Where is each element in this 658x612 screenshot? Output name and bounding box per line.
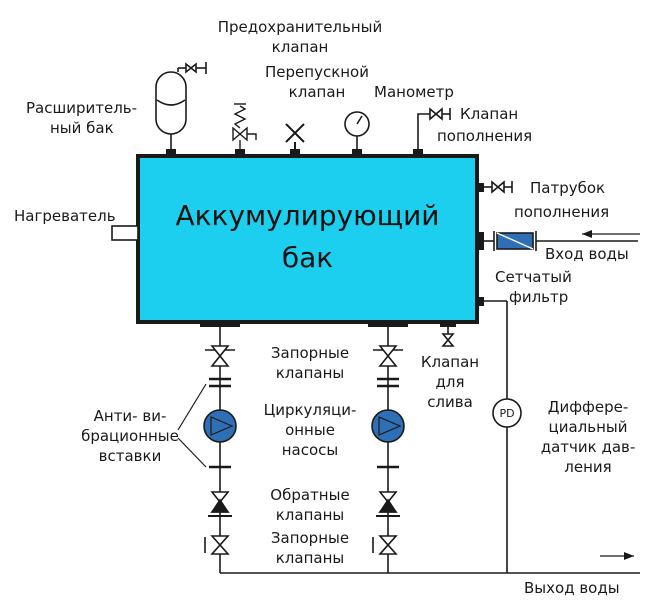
- fill-pipe-label: Патрубок: [530, 179, 606, 197]
- manometer-symbol: [344, 111, 370, 149]
- bypass-valve-label: Перепускной клапан: [265, 63, 369, 101]
- anti-vibration-label: Анти- ви- брационные вставки: [81, 407, 179, 465]
- drain-valve-symbol: [440, 322, 456, 347]
- tank-title-line1: Аккумулирующий: [175, 199, 440, 232]
- heater-label: Нагреватель: [14, 207, 116, 225]
- expansion-tank-label: Расширитель- ный бак: [26, 99, 138, 137]
- fill-valve-symbol: [417, 107, 451, 149]
- expansion-tank-symbol: [155, 62, 207, 149]
- shutoff-valves-bottom-label: Запорные клапаны: [270, 529, 350, 567]
- accumulating-tank: [136, 154, 479, 324]
- pd-symbol-text: PD: [499, 407, 515, 420]
- right-pump-branch: [368, 322, 408, 573]
- mesh-filter-label: Сетчатый фильтр: [495, 268, 572, 306]
- shutoff-valves-top-label: Запорные клапаны: [270, 344, 350, 382]
- outlet-piping: [220, 297, 640, 574]
- water-outlet-label: Выход воды: [524, 579, 620, 597]
- check-valves-label: Обратные клапаны: [270, 486, 350, 524]
- tank-top-connections: [166, 149, 423, 156]
- fill-valve-label: Клапан: [460, 105, 519, 123]
- diff-pressure-sensor-label: Диффере- циальный датчик дав- ления: [540, 398, 636, 476]
- pd-sensor-symbol: [492, 398, 522, 428]
- fill-pipe-label-line2: пополнения: [514, 203, 610, 221]
- circulation-pumps-label: Циркуляци- онные насосы: [263, 401, 357, 459]
- fill-valve-label-line2: пополнения: [437, 127, 533, 145]
- tank-title: Аккумулирующий бак: [140, 195, 475, 279]
- drain-valve-label: Клапан для слива: [420, 353, 480, 411]
- mesh-filter-symbol: [477, 230, 640, 251]
- safety-valve-symbol: [232, 103, 257, 149]
- anti-vibration-leaders: [177, 383, 207, 468]
- bypass-valve-symbol: [285, 123, 305, 149]
- heater-symbol: [111, 225, 139, 241]
- fill-pipe-symbol: [477, 180, 513, 194]
- safety-valve-label: Предохранительный клапан: [217, 18, 383, 56]
- water-inlet-label: Вход воды: [545, 245, 629, 263]
- tank-title-line2: бак: [281, 241, 334, 274]
- left-pump-branch: [200, 322, 240, 573]
- manometer-label: Манометр: [374, 83, 454, 101]
